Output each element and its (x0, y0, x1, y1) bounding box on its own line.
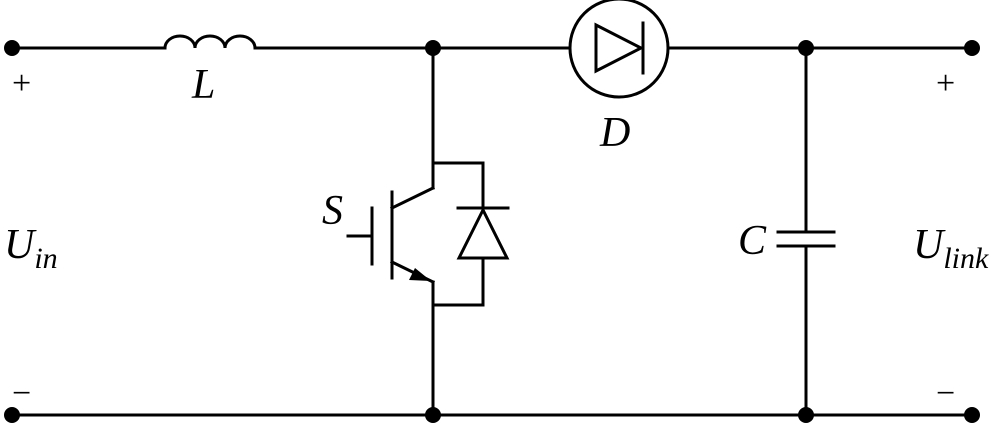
freewheel-bottom-wire (431, 256, 485, 307)
output-minus-sign: − (936, 375, 955, 412)
freewheel-diode-symbol (456, 206, 510, 260)
emitter-arrow (409, 268, 431, 281)
capacitor-top-node (798, 40, 814, 56)
link-voltage-label: Ulink (913, 222, 989, 275)
input-voltage-label: Uin (4, 222, 58, 275)
switch-bottom-node (425, 407, 441, 423)
input-bottom-terminal (4, 407, 20, 423)
freewheel-top-wire (431, 161, 485, 210)
capacitor-bottom-node (798, 407, 814, 423)
output-top-terminal (964, 40, 980, 56)
switch-label: S (322, 188, 343, 234)
inductor-label: L (191, 62, 215, 108)
diode-label: D (599, 110, 630, 156)
input-plus-sign: + (12, 65, 31, 102)
input-top-terminal (4, 40, 20, 56)
diode-symbol (568, 0, 670, 99)
output-bottom-terminal (964, 407, 980, 423)
inductor-coil (163, 34, 257, 50)
input-minus-sign: − (12, 375, 31, 412)
capacitor-label: C (738, 218, 767, 264)
switch-top-node (425, 40, 441, 56)
igbt-switch-symbol (346, 161, 436, 307)
capacitor-symbol (776, 46, 836, 417)
output-plus-sign: + (936, 65, 955, 102)
